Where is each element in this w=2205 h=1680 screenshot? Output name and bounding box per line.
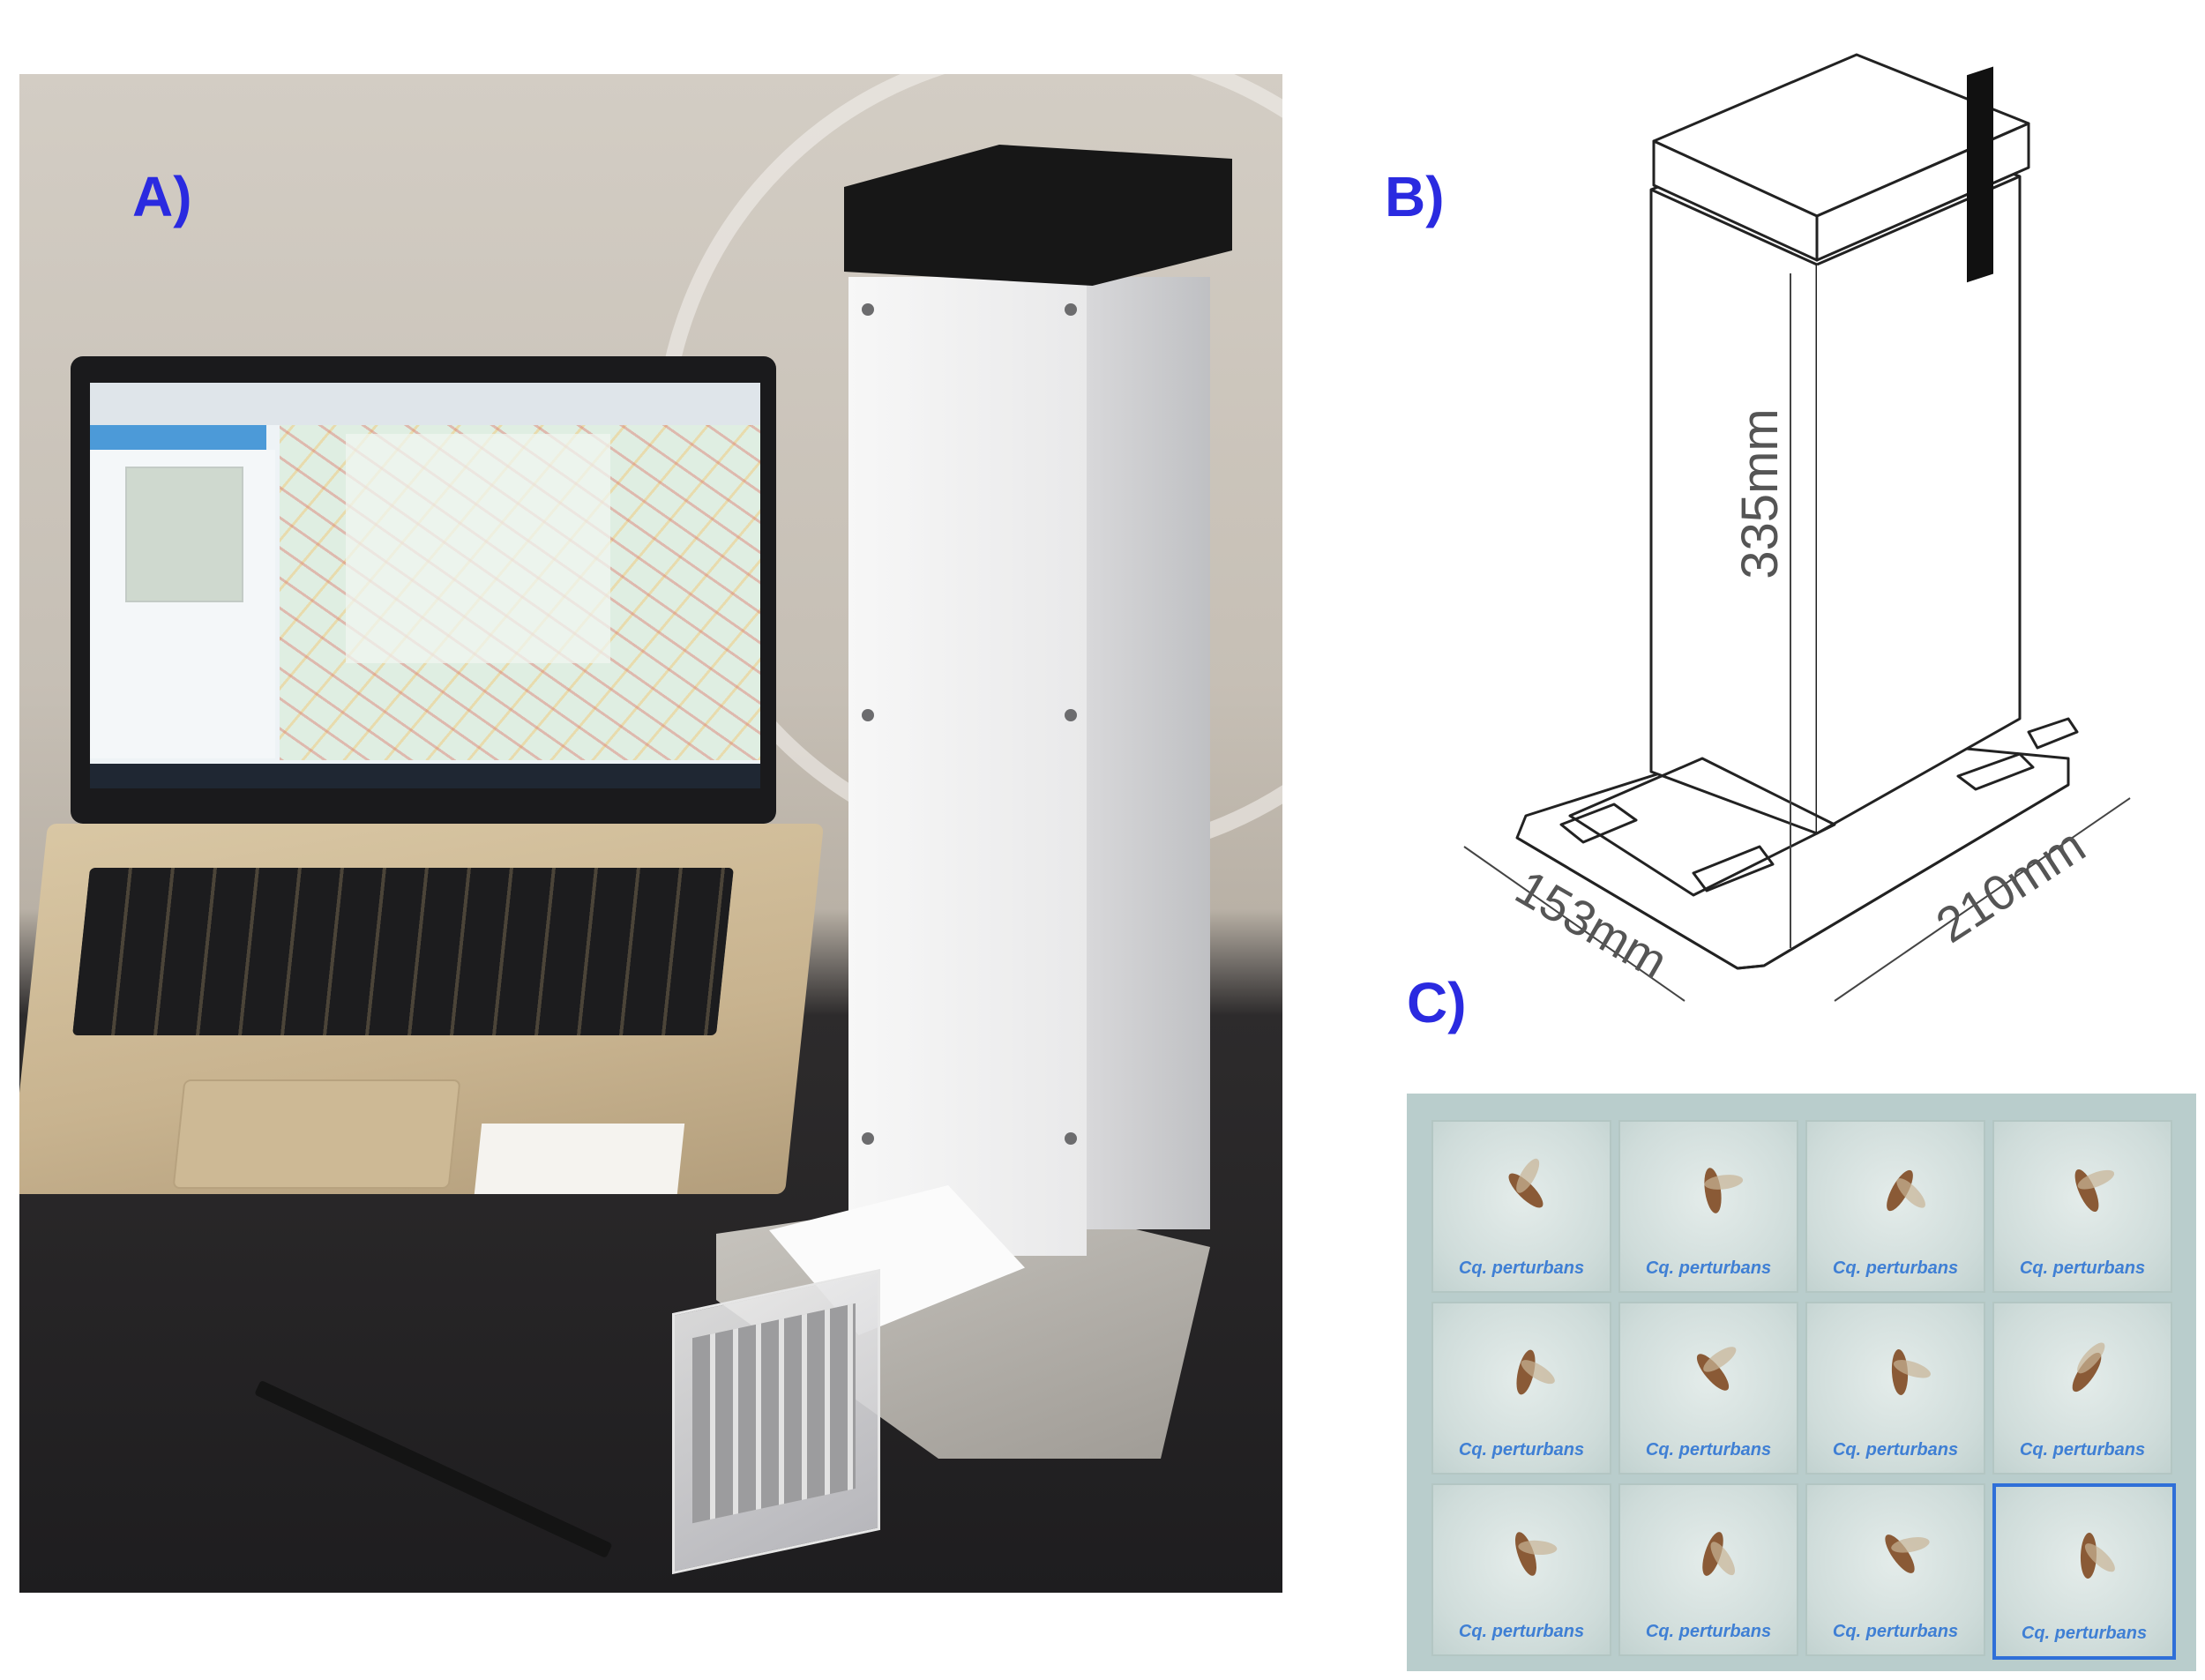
mosquito-body: [1885, 1534, 1915, 1573]
mosquito-specimen: [1696, 1347, 1737, 1391]
mosquito-specimen: [1508, 1158, 1544, 1208]
mosquito-specimen: [1891, 1349, 1931, 1395]
mosquito-specimen: [2072, 1342, 2105, 1393]
mosquito-wing: [2084, 1543, 2115, 1572]
mosquito-specimen: [1514, 1532, 1558, 1576]
specimen-slot: Cq. perturbans: [1992, 1483, 2176, 1660]
mosquito-wing: [1521, 1360, 1555, 1385]
specimen-slot: Cq. perturbans: [1805, 1302, 1985, 1475]
species-label: Cq. perturbans: [2019, 1258, 2146, 1278]
species-label: Cq. perturbans: [2021, 1624, 2148, 1643]
browser-toolbar: [90, 383, 760, 425]
laptop-touchpad: [172, 1079, 461, 1189]
specimen-slot: Cq. perturbans: [1992, 1302, 2172, 1475]
dimension-depth-label: 153mm: [1506, 859, 1677, 989]
mosquito-wing: [1893, 1360, 1931, 1378]
species-label: Cq. perturbans: [1832, 1258, 1959, 1278]
species-label: Cq. perturbans: [1458, 1258, 1585, 1278]
specimen-slot: Cq. perturbans: [1805, 1120, 1985, 1293]
screw: [1065, 303, 1077, 316]
device-line-drawing: 335mm 153mm 210mm: [1463, 53, 2131, 1002]
specimen-slot: Cq. perturbans: [1431, 1483, 1611, 1656]
species-label: Cq. perturbans: [1645, 1258, 1772, 1278]
mosquito-wing: [1704, 1175, 1744, 1190]
panel-b-drawing: 335mm 153mm 210mm: [1411, 0, 2205, 1058]
specimen-slot: Cq. perturbans: [1805, 1483, 1985, 1656]
device-front-panel: [848, 277, 1087, 1256]
screw: [1065, 1132, 1077, 1145]
drawing-slide-left: [1559, 803, 1638, 844]
drawing-base-edge: [1516, 783, 2069, 970]
species-label: Cq. perturbans: [2019, 1440, 2146, 1460]
dimension-line-width: [1834, 797, 2131, 1002]
species-label: Cq. perturbans: [1832, 1622, 1959, 1641]
screw: [1065, 709, 1077, 721]
panel-b-label: B): [1385, 165, 1445, 228]
mosquito-body: [1887, 1169, 1913, 1212]
app-tab-bar: [90, 425, 266, 450]
species-label: Cq. perturbans: [1458, 1440, 1585, 1460]
mosquito-wing: [2077, 1342, 2105, 1374]
mosquito-wing: [1710, 1542, 1736, 1576]
mosquito-specimen: [1887, 1169, 1925, 1212]
specimen-thumbnail-grid: [346, 434, 610, 663]
drawing-tray: [1568, 757, 1836, 897]
specimen-slot: Cq. perturbans: [1431, 1120, 1611, 1293]
mosquito-body: [2074, 1169, 2099, 1213]
species-label: Cq. perturbans: [1645, 1622, 1772, 1641]
laptop-keyboard: [72, 868, 734, 1035]
os-taskbar: [90, 764, 760, 788]
mosquito-wing: [1891, 1537, 1930, 1553]
drawing-foot: [1956, 752, 2035, 791]
drawing-body-side: [1816, 175, 2022, 835]
mosquito-wing: [2077, 1169, 2115, 1190]
drawing-label-plate: [1967, 66, 1993, 283]
panel-a-photo: [19, 74, 1282, 1593]
panel-c-label: C): [1407, 971, 1467, 1034]
species-label: Cq. perturbans: [1645, 1440, 1772, 1460]
mosquito-specimen: [2080, 1533, 2115, 1579]
mosquito-specimen: [1704, 1168, 1744, 1213]
mosquito-body: [1704, 1168, 1722, 1213]
mosquito-body: [1508, 1173, 1544, 1208]
specimen-slot: Cq. perturbans: [1431, 1302, 1611, 1475]
specimen-slot: Cq. perturbans: [1618, 1302, 1798, 1475]
mosquito-specimen: [1516, 1349, 1555, 1395]
panel-a-label: A): [132, 165, 192, 228]
screw: [862, 709, 874, 721]
specimen-slot: Cq. perturbans: [1992, 1120, 2172, 1293]
drawing-foot: [2027, 717, 2079, 750]
dimension-width-label: 210mm: [1926, 817, 2095, 953]
device-side-panel: [1087, 277, 1210, 1229]
mosquito-body: [2080, 1533, 2097, 1579]
specimen-slot: Cq. perturbans: [1618, 1120, 1798, 1293]
screw: [862, 1132, 874, 1145]
drawing-slide-right: [1692, 845, 1775, 892]
species-label: Cq. perturbans: [1458, 1622, 1585, 1641]
specimen-box: [672, 1268, 880, 1575]
dimension-height-label: 335mm: [1731, 408, 1789, 579]
mosquito-wing: [1896, 1178, 1925, 1208]
species-label: Cq. perturbans: [1832, 1440, 1959, 1460]
specimen-slot: Cq. perturbans: [1618, 1483, 1798, 1656]
mosquito-specimen: [1702, 1532, 1736, 1576]
mosquito-specimen: [2074, 1169, 2115, 1213]
mosquito-wing: [1518, 1540, 1558, 1556]
mosquito-specimen: [1885, 1534, 1930, 1573]
mosquito-wing: [1703, 1347, 1737, 1372]
tweezers: [254, 1379, 613, 1559]
laptop-screen: [90, 383, 760, 788]
mosquito-wing: [1516, 1158, 1540, 1193]
mosquito-body: [1514, 1532, 1537, 1576]
laptop-sticker: [474, 1124, 685, 1194]
specimen-box-insert: [692, 1303, 856, 1524]
dimension-line-depth: [1463, 846, 1686, 1002]
screw: [862, 303, 874, 316]
mosquito-body: [1696, 1354, 1730, 1391]
specimen-preview-image: [125, 467, 243, 602]
